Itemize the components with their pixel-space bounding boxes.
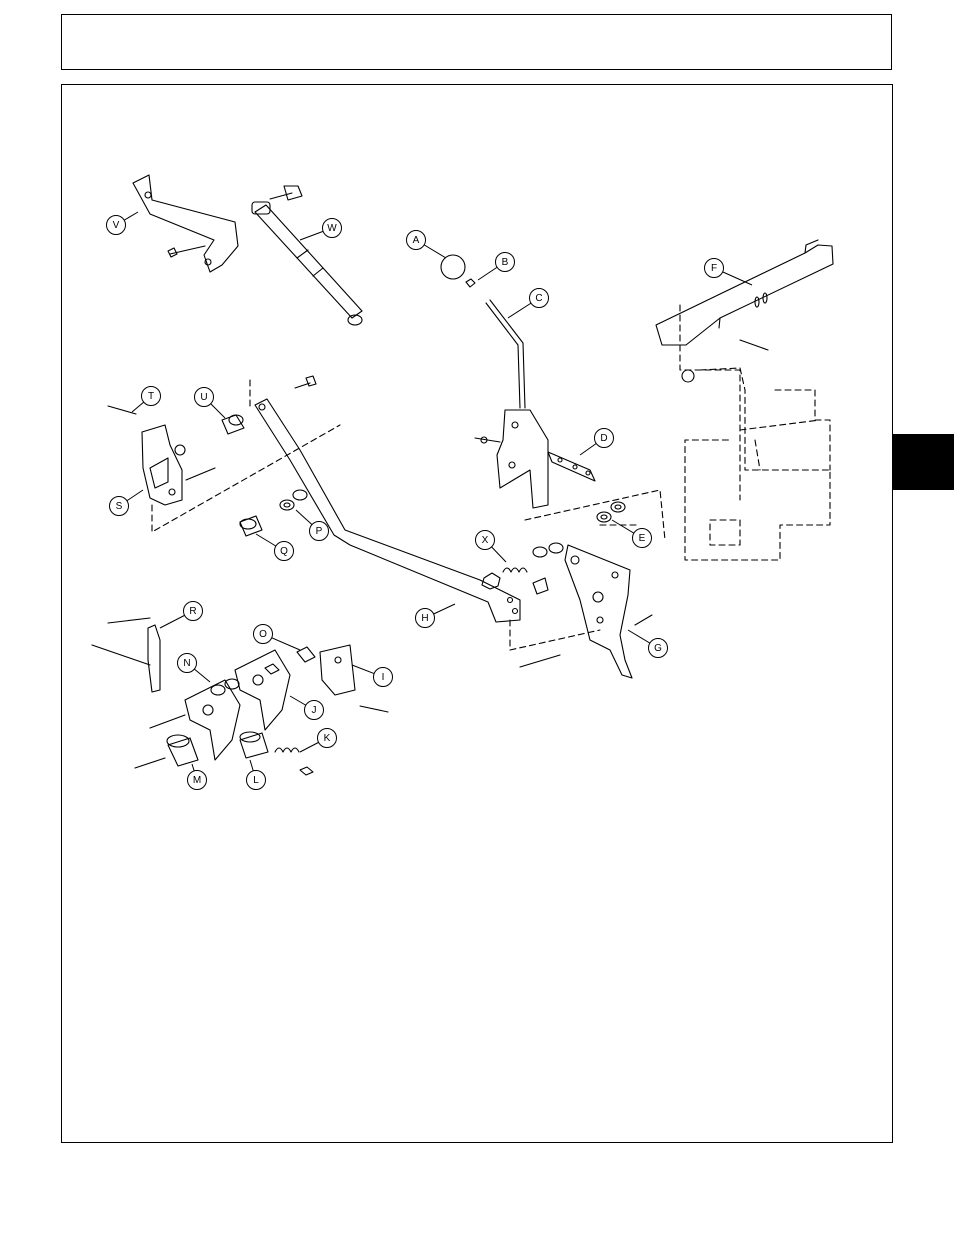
part-a-knob <box>441 255 465 279</box>
part-x-spring <box>482 543 563 594</box>
callout-label: I <box>382 672 385 683</box>
callout-m: M <box>188 771 207 790</box>
callout-label: A <box>413 235 420 246</box>
callout-n: N <box>178 654 197 673</box>
callout-label: S <box>116 501 123 512</box>
callout-r: R <box>184 602 203 621</box>
callout-i: I <box>374 668 393 687</box>
callout-g: G <box>649 639 668 658</box>
callout-label: C <box>535 293 542 304</box>
callout-label: R <box>189 606 196 617</box>
callout-label: G <box>654 643 662 654</box>
part-v-bracket <box>133 175 238 272</box>
callout-w: W <box>323 219 342 238</box>
callout-b: B <box>496 253 515 272</box>
callout-p: P <box>310 522 329 541</box>
callout-label: M <box>193 775 201 786</box>
callout-x: X <box>476 531 495 550</box>
part-k-spring <box>275 748 313 775</box>
callout-d: D <box>595 429 614 448</box>
callout-u: U <box>195 388 214 407</box>
callout-label: O <box>259 629 267 640</box>
callout-label: U <box>200 392 207 403</box>
part-d-plate <box>548 452 595 481</box>
part-b-screw <box>466 279 475 287</box>
callout-label: L <box>253 775 259 786</box>
part-n-bushing <box>211 679 239 695</box>
part-u-bushing <box>222 415 244 434</box>
callout-o: O <box>254 625 273 644</box>
callout-label: Q <box>280 546 288 557</box>
callout-e: E <box>633 529 652 548</box>
callout-k: K <box>318 729 337 748</box>
callout-label: B <box>502 257 509 268</box>
callout-layer: A B C D E F G H I J K L M N O P Q R S T U V W X <box>107 216 724 790</box>
callout-label: X <box>482 535 489 546</box>
callout-label: P <box>316 526 323 537</box>
callout-label: N <box>183 658 190 669</box>
part-e-washer <box>597 502 625 522</box>
callout-c: C <box>530 289 549 308</box>
callout-label: K <box>324 733 331 744</box>
part-g-pedal <box>510 545 652 678</box>
callout-h: H <box>416 609 435 628</box>
part-m-bushing <box>135 715 198 768</box>
callout-label: D <box>600 433 607 444</box>
callout-q: Q <box>275 542 294 561</box>
callout-label: W <box>327 223 337 234</box>
part-w-gas-spring <box>252 186 362 325</box>
callout-f: F <box>705 259 724 278</box>
callout-s: S <box>110 497 129 516</box>
callout-label: V <box>113 220 120 231</box>
part-c-lever <box>486 300 525 408</box>
callout-label: J <box>312 705 317 716</box>
part-q-bushing <box>240 516 262 536</box>
callout-label: E <box>639 533 646 544</box>
callout-label: T <box>148 391 154 402</box>
part-l-bushing <box>240 732 268 758</box>
part-frame-dashed <box>525 305 830 560</box>
callout-t: T <box>142 387 161 406</box>
callout-l: L <box>247 771 266 790</box>
callout-label: F <box>711 263 717 274</box>
part-f-bar <box>656 240 833 382</box>
part-lever-plate <box>475 410 548 508</box>
part-j-plates <box>185 650 290 760</box>
callout-v: V <box>107 216 126 235</box>
part-h-rod <box>250 376 520 622</box>
part-r-bracket <box>92 618 160 692</box>
callout-label: H <box>421 613 428 624</box>
callout-j: J <box>305 701 324 720</box>
callout-a: A <box>407 231 426 250</box>
part-p-washer <box>280 490 307 510</box>
